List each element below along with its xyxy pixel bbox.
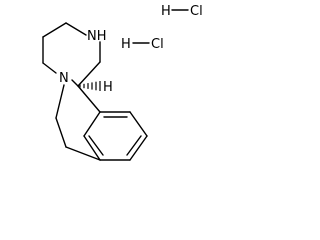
hcl-1-chlorine: Cl bbox=[190, 4, 203, 19]
bond bbox=[42, 62, 57, 74]
hcl-2-hydrogen: H bbox=[121, 37, 131, 52]
bond bbox=[77, 61, 101, 87]
bond bbox=[77, 85, 101, 113]
bond bbox=[42, 22, 67, 38]
hcl-2-chlorine: Cl bbox=[151, 37, 164, 52]
molecule-canvas: N NH H H Cl H Cl bbox=[42, 4, 203, 161]
bond bbox=[55, 117, 67, 148]
bond bbox=[55, 84, 65, 119]
hcl-1-hydrogen: H bbox=[161, 4, 171, 19]
bond bbox=[65, 22, 87, 36]
bond bbox=[83, 135, 101, 161]
bond bbox=[65, 146, 101, 161]
double-bond bbox=[126, 135, 142, 156]
hashed-wedge bbox=[79, 81, 101, 91]
bond bbox=[129, 135, 148, 161]
double-bond bbox=[88, 135, 104, 156]
structure-drawing: N NH H H Cl H Cl bbox=[42, 4, 203, 161]
stereo-h-label: H bbox=[103, 80, 113, 95]
ring-nitrogen-label: N bbox=[59, 71, 69, 86]
nh-label: NH bbox=[87, 29, 107, 44]
bond bbox=[129, 111, 148, 137]
bond bbox=[71, 79, 79, 87]
bond bbox=[83, 111, 101, 137]
